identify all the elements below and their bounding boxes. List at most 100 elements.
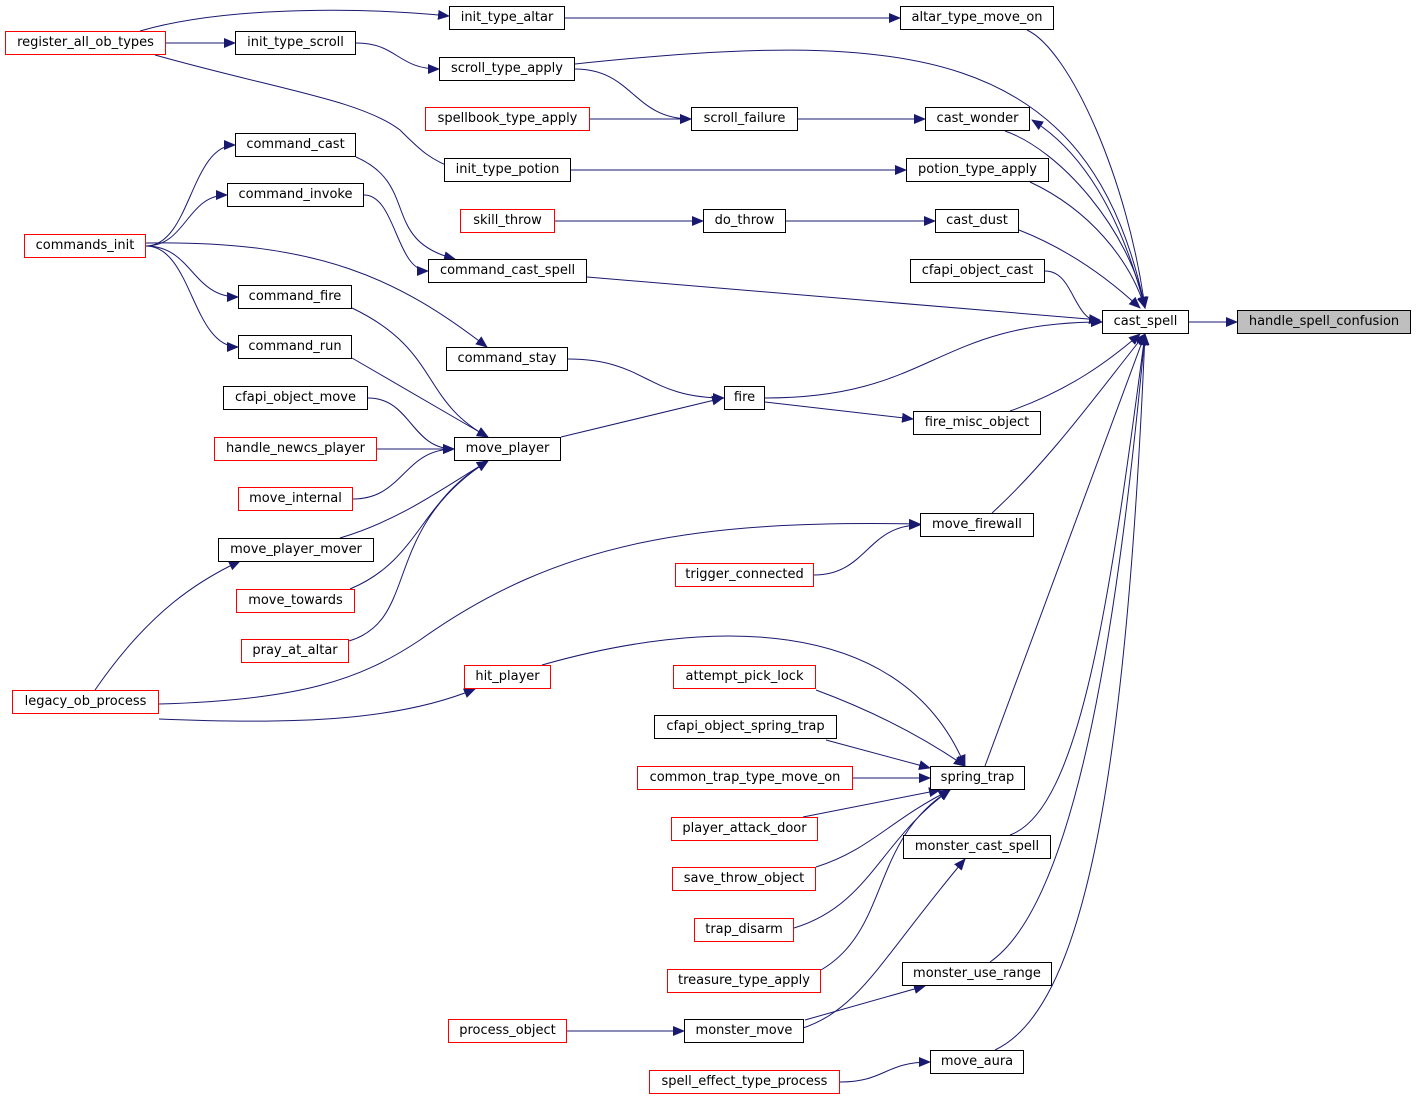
node-handle-spell-confusion: handle_spell_confusion (1237, 310, 1411, 334)
edge-cast-spell-to-cast-wonder (1031, 119, 1146, 309)
edge-register-all-ob-types-to-init-type-potion (154, 54, 459, 172)
edge-command-run-to-move-player (351, 357, 489, 438)
node-monster-cast-spell[interactable]: monster_cast_spell (903, 835, 1051, 859)
node-altar-type-move-on[interactable]: altar_type_move_on (900, 6, 1054, 30)
edge-fire-misc-object-to-cast-spell (1009, 333, 1141, 412)
node-common-trap-type-move-on[interactable]: common_trap_type_move_on (637, 766, 853, 790)
edge-hit-player-to-spring-trap (541, 635, 966, 767)
edge-attempt-pick-lock-to-spring-trap (815, 689, 966, 767)
node-cfapi-object-cast[interactable]: cfapi_object_cast (910, 259, 1045, 283)
node-hit-player[interactable]: hit_player (464, 665, 551, 689)
node-cast-spell[interactable]: cast_spell (1102, 310, 1189, 334)
node-monster-move[interactable]: monster_move (684, 1019, 804, 1043)
node-move-towards[interactable]: move_towards (236, 589, 355, 613)
edge-player-attack-door-to-spring-trap (802, 787, 941, 818)
edge-legacy-ob-process-to-move-firewall (158, 518, 921, 705)
node-cast-wonder[interactable]: cast_wonder (925, 107, 1030, 131)
edge-trigger-connected-to-move-firewall (813, 520, 921, 576)
edges-layer (94, 9, 1238, 1083)
node-trap-disarm[interactable]: trap_disarm (694, 918, 794, 942)
node-command-cast-spell[interactable]: command_cast_spell (428, 259, 587, 283)
node-move-player[interactable]: move_player (454, 437, 561, 461)
edge-commands-init-to-command-stay (145, 242, 488, 348)
node-treasure-type-apply[interactable]: treasure_type_apply (667, 969, 821, 993)
node-commands-init[interactable]: commands_init (24, 234, 146, 258)
node-skill-throw[interactable]: skill_throw (460, 209, 555, 233)
edge-command-invoke-to-command-cast-spell (363, 194, 429, 276)
edge-move-player-mover-to-move-player (339, 460, 489, 539)
edge-move-firewall-to-cast-spell (991, 333, 1146, 514)
node-command-fire[interactable]: command_fire (238, 285, 352, 309)
edge-spell-effect-type-process-to-move-aura (839, 1057, 931, 1083)
edge-cfapi-object-spring-trap-to-spring-trap (825, 739, 931, 770)
edge-command-cast-spell-to-cast-spell (586, 276, 1101, 325)
node-save-throw-object[interactable]: save_throw_object (672, 867, 816, 891)
edge-spring-trap-to-cast-spell (984, 333, 1146, 767)
edge-scroll-type-apply-to-scroll-failure (574, 68, 692, 124)
node-process-object[interactable]: process_object (448, 1019, 567, 1043)
edge-move-aura-to-cast-spell (994, 333, 1150, 1051)
node-command-invoke[interactable]: command_invoke (227, 183, 364, 207)
node-legacy-ob-process[interactable]: legacy_ob_process (12, 690, 159, 714)
edge-monster-use-range-to-cast-spell (989, 333, 1149, 963)
edge-monster-cast-spell-to-cast-spell (1009, 333, 1149, 836)
edge-cfapi-object-move-to-move-player (367, 397, 455, 454)
node-init-type-altar[interactable]: init_type_altar (449, 6, 565, 30)
node-command-stay[interactable]: command_stay (446, 347, 568, 371)
edge-cast-dust-to-cast-spell (1018, 229, 1141, 309)
edge-move-player-to-fire (560, 395, 724, 438)
edge-commands-init-to-command-fire (145, 245, 239, 302)
edge-commands-init-to-command-run (145, 245, 239, 352)
node-monster-use-range[interactable]: monster_use_range (902, 962, 1052, 986)
node-register-all-ob-types[interactable]: register_all_ob_types (5, 31, 166, 55)
node-spellbook-type-apply[interactable]: spellbook_type_apply (425, 107, 590, 131)
node-spring-trap[interactable]: spring_trap (930, 766, 1025, 790)
node-move-player-mover[interactable]: move_player_mover (218, 538, 374, 562)
node-do-throw[interactable]: do_throw (703, 209, 786, 233)
edge-potion-type-apply-to-cast-spell (1029, 181, 1147, 309)
node-scroll-failure[interactable]: scroll_failure (691, 107, 798, 131)
node-trigger-connected[interactable]: trigger_connected (675, 563, 814, 587)
edge-save-throw-object-to-spring-trap (815, 789, 951, 868)
node-init-type-potion[interactable]: init_type_potion (444, 158, 571, 182)
edge-fire-to-cast-spell (764, 317, 1103, 399)
node-handle-newcs-player[interactable]: handle_newcs_player (214, 437, 377, 461)
node-command-run[interactable]: command_run (238, 335, 352, 359)
node-spell-effect-type-process[interactable]: spell_effect_type_process (649, 1070, 840, 1094)
edge-fire-to-fire-misc-object (764, 401, 914, 423)
edge-command-cast-to-command-cast-spell (355, 156, 456, 262)
node-potion-type-apply[interactable]: potion_type_apply (906, 158, 1049, 182)
edge-cfapi-object-cast-to-cast-spell (1044, 270, 1103, 327)
edge-commands-init-to-command-invoke (145, 190, 228, 247)
node-cast-dust[interactable]: cast_dust (935, 209, 1019, 233)
node-init-type-scroll[interactable]: init_type_scroll (235, 31, 356, 55)
edge-commands-init-to-command-cast (145, 140, 236, 247)
node-cfapi-object-spring-trap[interactable]: cfapi_object_spring_trap (654, 715, 837, 739)
edge-move-towards-to-move-player (349, 460, 489, 590)
node-command-cast[interactable]: command_cast (235, 133, 356, 157)
node-scroll-type-apply[interactable]: scroll_type_apply (439, 57, 575, 81)
edge-legacy-ob-process-to-move-player-mover (94, 560, 241, 691)
edge-treasure-type-apply-to-spring-trap (820, 789, 951, 971)
edge-init-type-scroll-to-scroll-type-apply (355, 42, 440, 74)
node-attempt-pick-lock[interactable]: attempt_pick_lock (673, 665, 816, 689)
edge-move-internal-to-move-player (352, 444, 455, 500)
edge-register-all-ob-types-to-init-type-altar (139, 9, 450, 32)
node-move-internal[interactable]: move_internal (238, 487, 353, 511)
edge-altar-type-move-on-to-cast-spell (1026, 29, 1149, 309)
edge-trap-disarm-to-spring-trap (793, 789, 951, 929)
node-fire-misc-object[interactable]: fire_misc_object (913, 411, 1041, 435)
node-fire[interactable]: fire (724, 386, 765, 410)
edge-command-fire-to-move-player (351, 307, 489, 438)
edge-monster-move-to-monster-cast-spell (799, 858, 966, 1030)
node-cfapi-object-move[interactable]: cfapi_object_move (223, 386, 368, 410)
edge-pray-at-altar-to-move-player (348, 460, 489, 642)
edge-command-stay-to-fire (567, 358, 725, 403)
node-move-firewall[interactable]: move_firewall (920, 513, 1034, 537)
node-player-attack-door[interactable]: player_attack_door (671, 817, 818, 841)
node-pray-at-altar[interactable]: pray_at_altar (241, 639, 349, 663)
node-move-aura[interactable]: move_aura (930, 1050, 1024, 1074)
edge-scroll-type-apply-to-cast-spell (574, 49, 1148, 309)
edge-monster-move-to-monster-use-range (804, 984, 926, 1021)
